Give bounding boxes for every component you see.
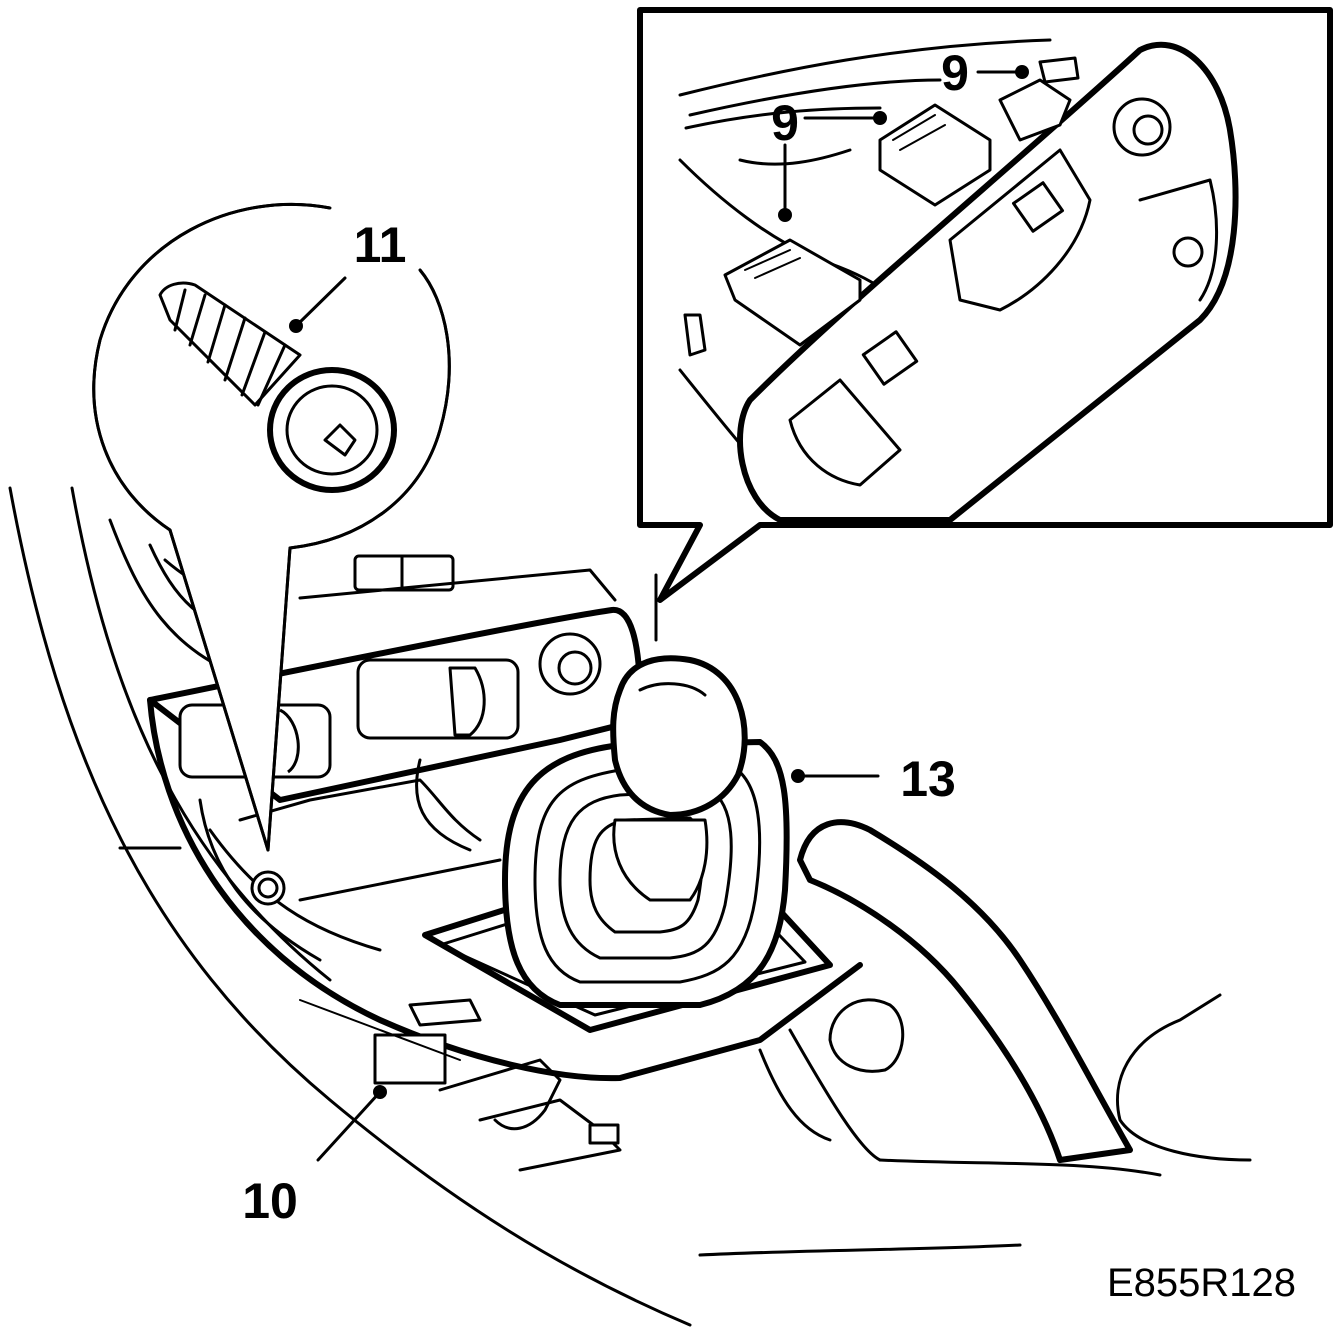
leader-lines [289, 65, 1029, 1162]
connector-middle [878, 103, 992, 207]
callout-11: 11 [354, 217, 407, 273]
connector-detail-inset [637, 7, 1333, 603]
callout-9-top: 9 [941, 45, 969, 101]
callout-13: 13 [900, 751, 956, 807]
connector-upper [998, 56, 1080, 142]
connector-lower [723, 238, 862, 347]
callout-9-left: 9 [771, 95, 799, 151]
center-console-illustration [8, 486, 1252, 1327]
screw-icon [158, 281, 397, 493]
callout-10: 10 [242, 1173, 298, 1229]
screw-detail-inset [92, 202, 451, 852]
figure-code: E855R128 [1107, 1261, 1296, 1305]
